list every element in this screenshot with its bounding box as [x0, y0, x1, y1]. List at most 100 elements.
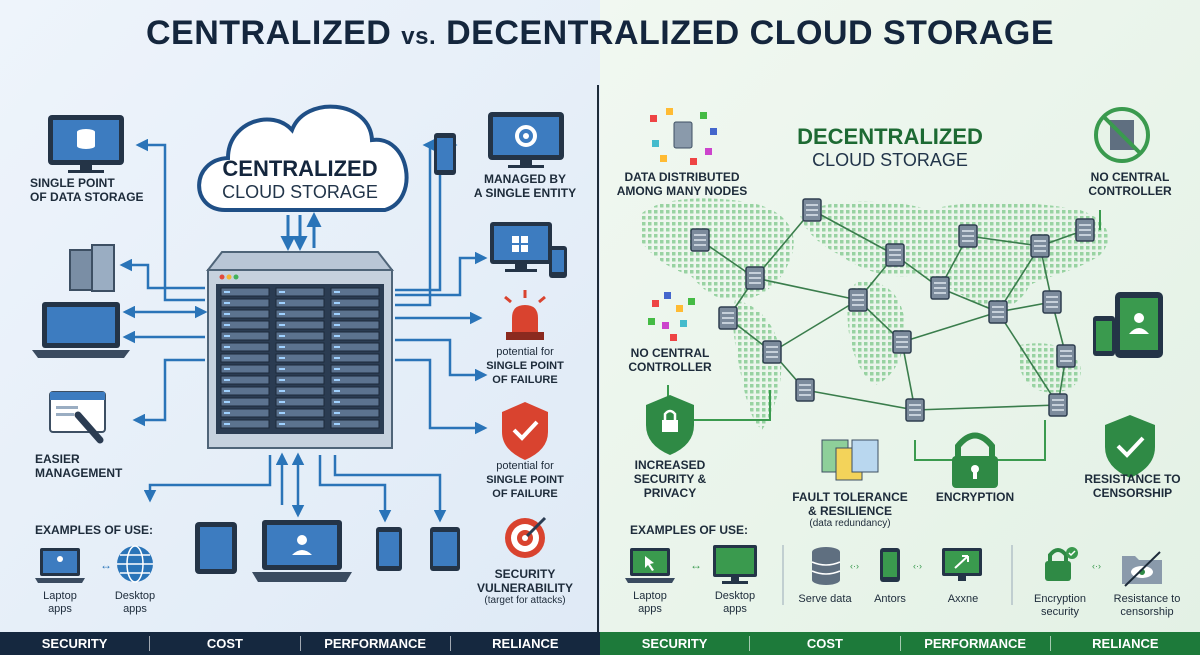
- phone-icon: [376, 527, 402, 571]
- phone-icon: [1093, 316, 1115, 356]
- no-central-controller-left-label: NO CENTRAL CONTROLLER: [628, 346, 712, 374]
- network-nodes: [690, 198, 1095, 422]
- single-point-failure-1-label: SINGLE POINT OF FAILURE: [486, 360, 564, 386]
- security-note-label: (target for attacks): [484, 595, 566, 606]
- server-node-icon: [1056, 344, 1076, 368]
- right-example-serve-data: Serve data: [798, 593, 852, 605]
- server-node-icon: [1030, 234, 1050, 258]
- managed-single-entity-label: MANAGED BY A SINGLE ENTITY: [473, 172, 577, 200]
- right-example-censorship: Resistance to censorship: [1113, 593, 1181, 618]
- left-cloud-title: CENTRALIZED: [222, 156, 378, 181]
- globe-icon: [117, 545, 153, 583]
- title-vs: vs.: [401, 23, 437, 50]
- right-bottom-bar: SECURITY COST PERFORMANCE RELIANCE: [600, 632, 1200, 655]
- server-node-icon: [745, 266, 765, 290]
- laptop-icon: [32, 302, 130, 358]
- left-cloud-heading: CENTRALIZED CLOUD STORAGE: [220, 156, 380, 203]
- server-node-icon: [802, 198, 822, 222]
- server-node-icon: [1048, 393, 1068, 417]
- server-node-icon: [1042, 290, 1062, 314]
- phone-icon: [430, 527, 460, 571]
- tablet-icon: [1115, 292, 1163, 358]
- svg-text:‹·›: ‹·›: [850, 561, 859, 571]
- server-node-icon: [690, 228, 710, 252]
- title-part-1: CENTRALIZED: [145, 14, 402, 52]
- left-bottom-bar: SECURITY COST PERFORMANCE RELIANCE: [0, 632, 600, 655]
- server-node-icon: [885, 243, 905, 267]
- data-distributed-label: DATA DISTRIBUTED AMONG MANY NODES: [616, 170, 748, 198]
- server-node-icon: [988, 300, 1008, 324]
- settings-window-icon: [49, 391, 106, 444]
- tablet-icon: [195, 522, 237, 574]
- documents-icon: [821, 439, 879, 481]
- single-point-storage-label: SINGLE POINT OF DATA STORAGE: [30, 176, 144, 204]
- laptop-user-icon: [35, 548, 85, 583]
- encryption-label: ENCRYPTION: [935, 490, 1015, 504]
- svg-text:↔: ↔: [690, 558, 702, 572]
- svg-text:↔: ↔: [100, 558, 112, 572]
- padlock-check-icon: [1045, 547, 1078, 581]
- right-example-encryption: Encryption security: [1034, 593, 1086, 618]
- cloud-icon: [197, 104, 409, 212]
- right-cloud-heading: DECENTRALIZED CLOUD STORAGE: [790, 124, 990, 171]
- right-bar-security: SECURITY: [600, 636, 751, 651]
- increased-security-label: INCREASED SECURITY & PRIVACY: [633, 458, 707, 500]
- phone-icon: [880, 548, 900, 582]
- phone-icon: [434, 133, 456, 175]
- shield-lock-icon: [646, 395, 694, 455]
- left-example-desktop: Desktop apps: [114, 590, 156, 615]
- server-node-icon: [958, 224, 978, 248]
- right-example-antors: Antors: [874, 593, 906, 605]
- database-icon: [811, 547, 841, 585]
- server-node-icon: [1075, 218, 1095, 242]
- failure-2-pre-label: potential for: [496, 460, 554, 472]
- no-server-icon: [1094, 107, 1150, 163]
- left-bar-security: SECURITY: [0, 636, 151, 651]
- server-node-icon: [930, 276, 950, 300]
- no-central-controller-top-label: NO CENTRAL CONTROLLER: [1088, 170, 1172, 198]
- right-bar-cost: COST: [750, 636, 901, 651]
- page-title: CENTRALIZED vs. DECENTRALIZED CLOUD STOR…: [0, 14, 1200, 53]
- server-rack-icon: [205, 251, 395, 449]
- monitor-database-icon: [48, 115, 124, 173]
- left-bar-reliance: RELIANCE: [492, 636, 559, 651]
- security-vulnerability-label: SECURITY VULNERABILITY: [477, 567, 573, 595]
- right-examples-heading: EXAMPLES OF USE:: [630, 523, 749, 537]
- easier-management-label: EASIER MANAGEMENT: [35, 452, 123, 480]
- server-node-icon: [848, 288, 868, 312]
- left-connection-arrows: [119, 138, 488, 523]
- resistance-censorship-label: RESISTANCE TO CENSORSHIP: [1084, 472, 1181, 500]
- server-node-icon: [795, 378, 815, 402]
- data-scatter-icon: [650, 108, 717, 165]
- left-cloud-subtitle: CLOUD STORAGE: [222, 182, 378, 202]
- shield-check-icon: [1105, 415, 1155, 478]
- right-cloud-title: DECENTRALIZED: [797, 124, 983, 149]
- left-example-laptop: Laptop apps: [43, 590, 77, 615]
- server-node-icon: [905, 398, 925, 422]
- left-bar-cost: COST: [150, 636, 301, 651]
- left-bar-performance: PERFORMANCE: [301, 636, 451, 651]
- laptop-cursor-icon: [625, 548, 675, 583]
- left-examples-heading: EXAMPLES OF USE:: [35, 523, 154, 537]
- right-cloud-subtitle: CLOUD STORAGE: [812, 150, 968, 170]
- target-icon: [505, 516, 547, 558]
- windows-monitor-icon: [490, 222, 567, 278]
- failure-1-pre-label: potential for: [496, 346, 554, 358]
- right-example-axxne: Axxne: [947, 593, 979, 605]
- server-node-icon: [892, 330, 912, 354]
- right-example-laptop: Laptop apps: [633, 590, 667, 615]
- laptop-user-icon: [252, 520, 352, 582]
- server-node-icon: [762, 340, 782, 364]
- server-node-icon: [718, 306, 738, 330]
- padlock-icon: [952, 432, 998, 488]
- svg-text:‹·›: ‹·›: [1092, 561, 1101, 571]
- right-bar-reliance: RELIANCE: [1092, 636, 1159, 651]
- right-bar-performance: PERFORMANCE: [901, 636, 1051, 651]
- fault-note-label: (data redundancy): [809, 518, 891, 529]
- single-point-failure-2-label: SINGLE POINT OF FAILURE: [486, 474, 564, 500]
- data-scatter-icon: [648, 292, 695, 341]
- desktop-tower-icon: [69, 244, 115, 292]
- folder-eye-icon: [1122, 551, 1162, 587]
